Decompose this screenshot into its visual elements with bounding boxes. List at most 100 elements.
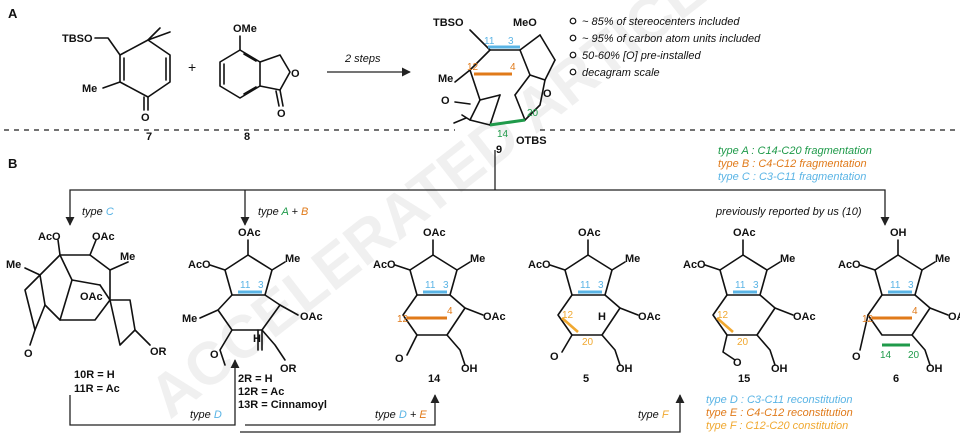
c10-aco: AcO — [38, 231, 61, 243]
c6-me: Me — [935, 253, 950, 265]
c10-me: Me — [120, 251, 135, 263]
c15-me: Me — [780, 253, 795, 265]
c6-num-4: 4 — [912, 306, 918, 317]
c6-num-14: 14 — [880, 350, 892, 361]
panel-label-b: B — [8, 156, 17, 171]
bullet-4: decagram scale — [582, 67, 660, 79]
c10-oac3: OAc — [80, 291, 103, 303]
c2-o: O — [210, 349, 219, 361]
c14-aco: AcO — [373, 259, 396, 271]
c9-me: Me — [438, 73, 453, 85]
compound-2-12-13: OAc AcO Me OAc Me H OR O 11 3 2R = H 12R… — [182, 227, 327, 411]
c8-co-label: O — [277, 108, 286, 120]
c6-o: O — [852, 351, 861, 363]
c6-oh: OH — [926, 363, 943, 375]
arrow-2-to-15 — [240, 394, 685, 433]
c5-num-3: 3 — [598, 280, 604, 291]
c15-num-12: 12 — [717, 310, 729, 321]
c9-num-12: 12 — [467, 62, 479, 73]
legend-type-b: type B : C4-C12 fragmentation — [718, 158, 867, 170]
c5-oac-r: OAc — [638, 311, 661, 323]
caption-11: 11R = Ac — [74, 383, 120, 395]
legend-type-f: type F : C12-C20 constitution — [706, 420, 848, 432]
c2-aco: AcO — [188, 259, 211, 271]
legend-type-a: type A : C14-C20 fragmentation — [718, 145, 872, 157]
c7-me-label: Me — [82, 83, 97, 95]
c5-oh: OH — [616, 363, 633, 375]
c9-o-ring: O — [543, 88, 552, 100]
compound-7: TBSO Me O 7 — [62, 27, 171, 143]
c2-num-3: 3 — [258, 280, 264, 291]
c6-aco: AcO — [838, 259, 861, 271]
c9-ome: MeO — [513, 17, 537, 29]
c8-ome-label: OMe — [233, 23, 257, 35]
caption-6: 6 — [893, 373, 899, 385]
c9-otbs-bottom: OTBS — [516, 135, 547, 147]
label-previously-reported: previously reported by us (10) — [715, 206, 862, 218]
c9-num-11: 11 — [484, 36, 495, 47]
c14-me: Me — [470, 253, 485, 265]
c10-o: O — [24, 348, 33, 360]
compound-15: 11 3 12 20 OAc AcO Me OAc OH O 15 — [683, 227, 816, 385]
c14-oac-top: OAc — [423, 227, 446, 239]
c14-oh: OH — [461, 363, 478, 375]
legend-type-d: type D : C3-C11 reconstitution — [706, 394, 853, 406]
c6-oh-top: OH — [890, 227, 907, 239]
bullet-1: ~ 85% of stereocenters included — [582, 16, 740, 28]
c14-num-11: 11 — [425, 280, 436, 291]
c6-num-3: 3 — [908, 280, 914, 291]
label-type-f: type F — [638, 409, 670, 421]
c9-otbs-top: TBSO — [433, 17, 464, 29]
c2-or: OR — [280, 363, 297, 375]
c5-o: O — [550, 351, 559, 363]
legend-type-e: type E : C4-C12 reconstitution — [706, 407, 853, 419]
caption-14: 14 — [428, 373, 441, 385]
c2-num-11: 11 — [240, 280, 251, 291]
c15-oac-top: OAc — [733, 227, 756, 239]
c5-h: H — [598, 311, 606, 323]
compound-14: 11 3 12 4 OAc AcO Me OAc OH O 14 — [373, 227, 506, 385]
label-type-ab: type A + B — [258, 206, 308, 218]
compound-6: 11 3 12 4 14 20 OH AcO Me OAc OH O 6 — [838, 227, 960, 385]
caption-15: 15 — [738, 373, 750, 385]
c5-aco: AcO — [528, 259, 551, 271]
c8-ring-o-label: O — [291, 68, 300, 80]
c15-num-20: 20 — [737, 337, 749, 348]
label-type-de: type D + E — [375, 409, 427, 421]
c7-o-label: O — [141, 112, 150, 124]
c2-h: H — [253, 333, 261, 345]
legend-type-c: type C : C3-C11 fragmentation — [718, 171, 866, 183]
label-type-d: type D — [190, 409, 222, 421]
c15-aco: AcO — [683, 259, 706, 271]
c5-num-20: 20 — [582, 337, 594, 348]
c6-num-20: 20 — [908, 350, 920, 361]
c5-num-12: 12 — [562, 310, 574, 321]
caption-2: 2R = H — [238, 373, 273, 385]
compound-5: 11 3 12 20 OAc AcO Me OAc H OH O 5 — [528, 227, 661, 385]
c6-num-11: 11 — [890, 280, 901, 291]
c9-num-20: 20 — [527, 108, 539, 119]
arrow-to-10 — [65, 189, 495, 226]
bullet-3: 50-60% [O] pre-installed — [582, 50, 701, 62]
c10-oac: OAc — [92, 231, 115, 243]
plus-sign: + — [188, 59, 196, 75]
c14-num-4: 4 — [447, 306, 453, 317]
label-type-c: type C — [82, 206, 114, 218]
caption-12: 12R = Ac — [238, 386, 284, 398]
compound-9: TBSO MeO Me O O OTBS 11 3 12 4 14 20 9 — [433, 17, 556, 156]
panel-label-a: A — [8, 6, 18, 21]
compound-8: OMe O O 8 — [219, 23, 300, 143]
c15-oh: OH — [771, 363, 788, 375]
caption-13: 13R = Cinnamoyl — [238, 399, 327, 411]
c9-num-4: 4 — [510, 62, 516, 73]
c14-num-12: 12 — [397, 314, 409, 325]
compound-8-label: 8 — [244, 131, 250, 143]
arrow-2-to-14 — [245, 394, 440, 426]
c9-o-ketone: O — [441, 95, 450, 107]
c15-o: O — [733, 357, 742, 369]
c6-oac-r: OAc — [948, 311, 960, 323]
c2-oac-top: OAc — [238, 227, 261, 239]
c14-oac-r: OAc — [483, 311, 506, 323]
compound-10-11: AcO OAc Me Me OAc OR O 10R = H 11R = Ac — [6, 231, 167, 395]
